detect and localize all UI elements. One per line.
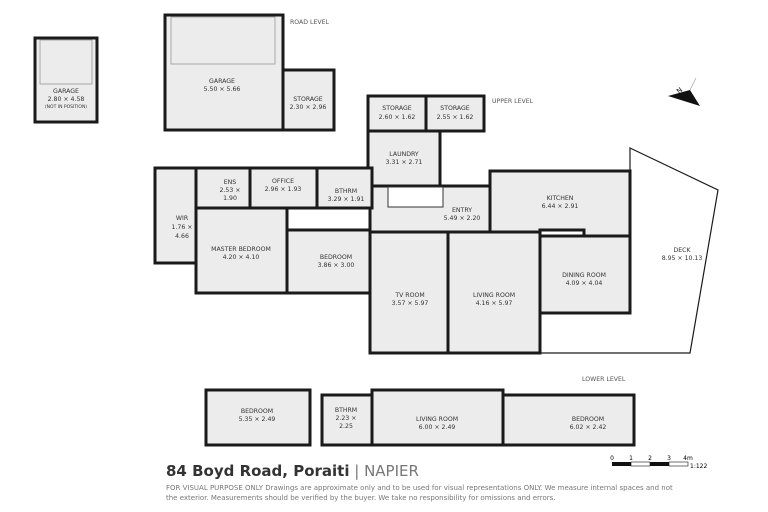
svg-text:ENS: ENS (224, 179, 237, 186)
stairs (387, 186, 444, 208)
svg-text:(NOT IN POSITION): (NOT IN POSITION) (45, 104, 87, 110)
svg-text:N: N (675, 86, 684, 96)
svg-text:4m: 4m (683, 455, 693, 462)
svg-text:3.57 × 5.97: 3.57 × 5.97 (392, 300, 429, 307)
north-arrow-icon: N (668, 77, 700, 106)
svg-text:2.25: 2.25 (339, 423, 353, 430)
svg-text:4.09 × 4.04: 4.09 × 4.04 (566, 280, 603, 287)
svg-text:LIVING ROOM: LIVING ROOM (416, 416, 458, 423)
svg-text:LAUNDRY: LAUNDRY (389, 151, 419, 158)
svg-text:3.31 × 2.71: 3.31 × 2.71 (386, 159, 423, 166)
room-master-bedroom: MASTER BEDROOM 4.20 × 4.10 (194, 206, 289, 295)
svg-text:BEDROOM: BEDROOM (241, 408, 273, 415)
svg-text:OFFICE: OFFICE (272, 178, 294, 185)
svg-text:BEDROOM: BEDROOM (320, 254, 352, 261)
svg-text:2.80 × 4.58: 2.80 × 4.58 (48, 96, 85, 103)
svg-text:2.53 ×: 2.53 × (220, 187, 241, 194)
svg-text:5.50 × 5.66: 5.50 × 5.66 (204, 86, 241, 93)
room-lower-bedroom-1: BEDROOM 5.35 × 2.49 (204, 388, 312, 447)
svg-text:MASTER BEDROOM: MASTER BEDROOM (211, 246, 271, 253)
room-storage-2: STORAGE 2.55 × 1.62 (424, 94, 486, 133)
room-garage: GARAGE 5.50 × 5.66 (163, 13, 285, 132)
svg-text:GARAGE: GARAGE (53, 88, 79, 95)
svg-text:BEDROOM: BEDROOM (572, 416, 604, 423)
separator: | (349, 462, 365, 480)
room-bedroom: BEDROOM 3.86 × 3.00 (285, 228, 372, 295)
svg-text:2.55 × 1.62: 2.55 × 1.62 (437, 114, 474, 121)
svg-text:1: 1 (629, 455, 633, 462)
lower-level-label: LOWER LEVEL (582, 376, 626, 383)
svg-text:BTHRM: BTHRM (335, 407, 357, 414)
room-bthrm: BTHRM 3.29 × 1.91 (315, 166, 374, 210)
entry-dims: 5.49 × 2.20 (444, 215, 481, 222)
room-kitchen: KITCHEN 6.44 × 2.91 (488, 169, 632, 238)
room-lower-bthrm: BTHRM 2.23 × 2.25 (320, 393, 374, 447)
svg-text:5.35 × 2.49: 5.35 × 2.49 (239, 416, 276, 423)
svg-text:1.90: 1.90 (223, 195, 237, 202)
room-living: LIVING ROOM 4.16 × 5.97 (446, 230, 542, 355)
svg-text:2.96 × 1.93: 2.96 × 1.93 (265, 186, 302, 193)
room-storage-road: STORAGE 2.30 × 2.96 (281, 68, 336, 132)
svg-text:2: 2 (648, 455, 652, 462)
svg-text:2.60 × 1.62: 2.60 × 1.62 (379, 114, 416, 121)
room-lower-living: LIVING ROOM 6.00 × 2.49 (370, 388, 505, 447)
property-address: 84 Boyd Road, Poraiti | NAPIER (166, 462, 419, 480)
svg-text:4.16 × 5.97: 4.16 × 5.97 (476, 300, 513, 307)
svg-text:0: 0 (610, 455, 614, 462)
disclaimer: FOR VISUAL PURPOSE ONLY Drawings are app… (166, 484, 673, 502)
svg-text:STORAGE: STORAGE (440, 105, 470, 112)
svg-text:DINING ROOM: DINING ROOM (562, 272, 606, 279)
upper-level-label: UPPER LEVEL (492, 98, 534, 105)
scale-bar: 0 1 2 3 4m 1:122 (610, 455, 707, 470)
room-tv: TV ROOM 3.57 × 5.97 (368, 230, 450, 355)
road-level-label: ROAD LEVEL (290, 19, 330, 26)
room-dining: DINING ROOM 4.09 × 4.04 (538, 234, 632, 315)
room-office: OFFICE 2.96 × 1.93 (248, 166, 319, 210)
svg-text:BTHRM: BTHRM (335, 188, 357, 195)
address: 84 Boyd Road, Poraiti (166, 462, 350, 480)
room-garage-detached: GARAGE 2.80 × 4.58 (NOT IN POSITION) (33, 36, 99, 124)
entry-label: ENTRY (452, 207, 472, 214)
svg-text:6.00 × 2.49: 6.00 × 2.49 (419, 424, 456, 431)
svg-text:1.76 ×: 1.76 × (172, 224, 193, 231)
svg-text:8.95 × 10.13: 8.95 × 10.13 (662, 255, 703, 262)
svg-text:4.66: 4.66 (175, 233, 189, 240)
svg-text:STORAGE: STORAGE (293, 96, 323, 103)
room-wir: WIR 1.76 × 4.66 (153, 166, 198, 265)
svg-text:KITCHEN: KITCHEN (547, 195, 574, 202)
svg-text:LIVING ROOM: LIVING ROOM (473, 292, 515, 299)
svg-text:4.20 × 4.10: 4.20 × 4.10 (223, 254, 260, 261)
svg-text:6.02 × 2.42: 6.02 × 2.42 (570, 424, 607, 431)
room-ens: ENS 2.53 × 1.90 (194, 166, 252, 210)
svg-text:3.86 × 3.00: 3.86 × 3.00 (318, 262, 355, 269)
city: NAPIER (364, 462, 419, 480)
room-laundry: LAUNDRY 3.31 × 2.71 (366, 129, 442, 188)
svg-text:WIR: WIR (176, 215, 189, 222)
svg-text:3: 3 (667, 455, 671, 462)
svg-text:2.23 ×: 2.23 × (336, 415, 357, 422)
svg-text:TV ROOM: TV ROOM (394, 292, 424, 299)
svg-text:6.44 × 2.91: 6.44 × 2.91 (542, 203, 579, 210)
room-lower-bedroom-2: BEDROOM 6.02 × 2.42 (501, 393, 636, 447)
room-storage-1: STORAGE 2.60 × 1.62 (366, 94, 428, 133)
svg-text:GARAGE: GARAGE (209, 78, 235, 85)
svg-text:3.29 × 1.91: 3.29 × 1.91 (328, 196, 365, 203)
svg-text:1:122: 1:122 (690, 463, 707, 470)
svg-text:DECK: DECK (673, 247, 691, 254)
svg-text:STORAGE: STORAGE (382, 105, 412, 112)
svg-text:2.30 × 2.96: 2.30 × 2.96 (290, 104, 327, 111)
